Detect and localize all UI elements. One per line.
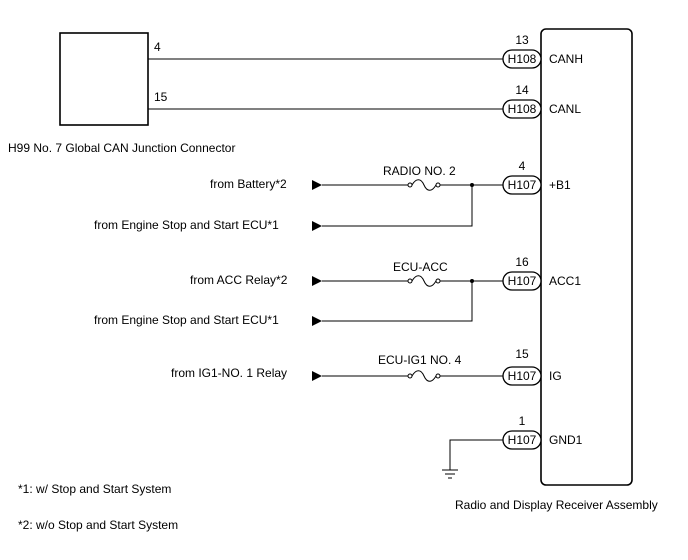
pin-number: 16 <box>515 255 529 269</box>
fuse-ecu-acc-icon <box>407 275 441 287</box>
terminal-canl: H108 14 CANL <box>502 83 581 119</box>
source-ecu-2: from Engine Stop and Start ECU*1 <box>94 313 279 327</box>
footnote-1: *1: w/ Stop and Start System <box>18 482 171 496</box>
terminal-name: +B1 <box>549 178 571 192</box>
pin-number: 15 <box>515 347 529 361</box>
terminal-name: CANL <box>549 102 581 116</box>
ground-icon <box>442 469 458 479</box>
wire-ecu-acc1 <box>322 281 473 322</box>
terminal-name: IG <box>549 369 562 383</box>
source-ig1-relay: from IG1-NO. 1 Relay <box>171 366 287 380</box>
terminal-acc1: H107 16 ACC1 <box>502 255 581 291</box>
source-battery: from Battery*2 <box>210 177 287 191</box>
arrow-ecu-b1 <box>312 221 322 231</box>
connector-id: H107 <box>508 369 537 383</box>
arrow-acc-relay <box>312 276 322 286</box>
terminal-ig: H107 15 IG <box>502 347 562 386</box>
connector-id: H107 <box>508 178 537 192</box>
terminal-name: CANH <box>549 52 583 66</box>
terminal-name: ACC1 <box>549 274 581 288</box>
junction-pin-canh: 4 <box>154 40 161 54</box>
arrow-battery <box>312 180 322 190</box>
connector-id: H108 <box>508 52 537 66</box>
wire-gnd1 <box>449 439 503 470</box>
fuse-ecu-ig1-no4-icon <box>407 370 441 382</box>
pin-number: 1 <box>519 414 526 428</box>
terminal-gnd1: H107 1 GND1 <box>502 414 583 450</box>
footnote-2: *2: w/o Stop and Start System <box>18 518 178 532</box>
terminal-name: GND1 <box>549 433 583 447</box>
connector-id: H107 <box>508 433 537 447</box>
junction-pin-canl: 15 <box>154 90 168 104</box>
source-acc-relay: from ACC Relay*2 <box>190 273 288 287</box>
arrow-ecu-acc1 <box>312 316 322 326</box>
connector-id: H107 <box>508 274 537 288</box>
pin-number: 14 <box>515 83 529 97</box>
pin-number: 13 <box>515 33 529 47</box>
fuse-radio-no2-icon <box>407 179 441 191</box>
terminal-b1: H107 4 +B1 <box>502 159 571 195</box>
fuse-label-ecu-acc: ECU-ACC <box>393 260 448 274</box>
arrow-ig1-relay <box>312 371 322 381</box>
connector-id: H108 <box>508 102 537 116</box>
pin-number: 4 <box>519 159 526 173</box>
terminal-canh: H108 13 CANH <box>502 33 583 69</box>
junction-connector-box <box>59 32 149 126</box>
wire-ecu-b1 <box>322 185 473 227</box>
fuse-label-ecu-ig1-no4: ECU-IG1 NO. 4 <box>378 353 462 367</box>
source-ecu-1: from Engine Stop and Start ECU*1 <box>94 218 279 232</box>
junction-connector-label: H99 No. 7 Global CAN Junction Connector <box>8 141 235 155</box>
receiver-assembly-label: Radio and Display Receiver Assembly <box>455 498 658 512</box>
receiver-assembly-box <box>540 28 633 486</box>
fuse-label-radio-no2: RADIO NO. 2 <box>383 164 456 178</box>
